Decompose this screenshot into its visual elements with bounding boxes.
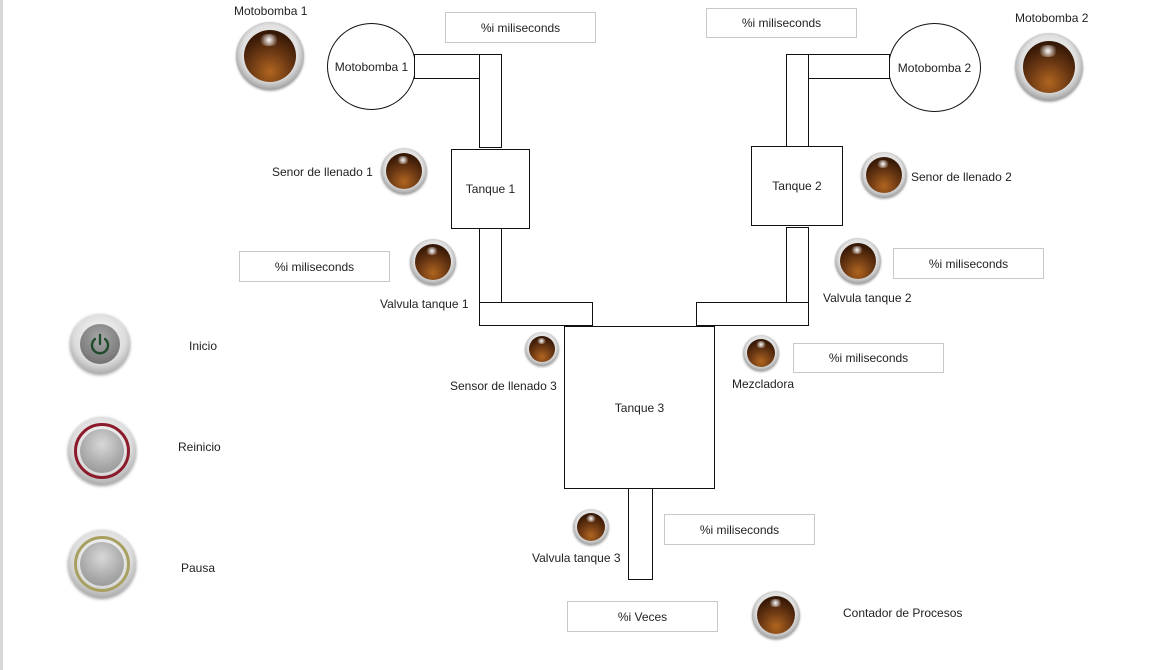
valve2-label: Valvula tanque 2 — [823, 291, 912, 305]
pump1-symbol-label: Motobomba 1 — [334, 59, 409, 74]
tank2: Tanque 2 — [751, 146, 843, 226]
process-counter-label: Contador de Procesos — [843, 606, 963, 620]
pause-button[interactable] — [68, 530, 136, 598]
fill-sensor2-indicator — [861, 152, 907, 198]
fill-sensor1-label: Senor de llenado 1 — [272, 165, 373, 179]
reset-button[interactable] — [68, 417, 136, 485]
valve2-timer-field[interactable]: %i miliseconds — [893, 248, 1044, 279]
pipe-tank2-down — [786, 227, 809, 305]
tank3-label: Tanque 3 — [614, 400, 665, 415]
valve2-indicator — [835, 238, 881, 284]
reset-button-face — [80, 429, 124, 473]
valve3-label: Valvula tanque 3 — [532, 551, 621, 565]
pause-button-face — [80, 542, 124, 586]
valve1-indicator — [410, 239, 456, 285]
fill-sensor1-indicator — [381, 148, 427, 194]
valve1-timer-field[interactable]: %i miliseconds — [239, 251, 390, 282]
reset-label: Reinicio — [178, 440, 221, 454]
fill-sensor3-label: Sensor de llenado 3 — [450, 379, 557, 393]
tank3: Tanque 3 — [564, 326, 715, 489]
valve1-label: Valvula tanque 1 — [380, 297, 469, 311]
process-counter-field[interactable]: %i Veces — [567, 601, 718, 632]
start-label: Inicio — [189, 339, 218, 353]
pump2-symbol-label: Motobomba 2 — [897, 60, 972, 75]
fill-sensor2-label: Senor de llenado 2 — [911, 170, 1012, 184]
pump2-timer-field[interactable]: %i miliseconds — [706, 8, 857, 38]
pump1-indicator-label: Motobomba 1 — [234, 4, 308, 18]
start-button[interactable] — [70, 314, 130, 374]
pause-button-ring — [74, 536, 130, 592]
mixer-timer-field[interactable]: %i miliseconds — [793, 343, 944, 373]
window-left-edge — [0, 0, 3, 670]
pump2-indicator-label: Motobomba 2 — [1015, 11, 1089, 25]
pipe-pump2-vertical — [786, 54, 809, 148]
pump2-symbol: Motobomba 2 — [888, 23, 981, 112]
reset-button-ring — [74, 423, 130, 479]
valve3-timer-field[interactable]: %i miliseconds — [664, 514, 815, 545]
valve3-indicator — [573, 509, 609, 545]
power-icon — [90, 333, 110, 355]
pipe-pump1-vertical — [479, 54, 502, 148]
tank1: Tanque 1 — [451, 149, 530, 229]
pipe-tank1-down — [479, 227, 502, 305]
pause-label: Pausa — [181, 561, 216, 575]
process-counter-indicator — [752, 591, 800, 639]
tank2-label: Tanque 2 — [772, 179, 822, 193]
mixer-indicator — [743, 335, 779, 371]
pipe-tank1-horizontal — [479, 302, 593, 326]
pump1-timer-field[interactable]: %i miliseconds — [445, 12, 596, 43]
pump1-symbol: Motobomba 1 — [327, 23, 416, 110]
tank1-label: Tanque 1 — [465, 182, 516, 196]
pump2-indicator — [1015, 33, 1083, 101]
mixer-label: Mezcladora — [732, 377, 795, 391]
pipe-tank2-horizontal — [696, 302, 809, 326]
fill-sensor3-indicator — [525, 332, 559, 366]
pipe-tank3-outlet — [628, 487, 653, 580]
pump1-indicator — [236, 22, 304, 90]
